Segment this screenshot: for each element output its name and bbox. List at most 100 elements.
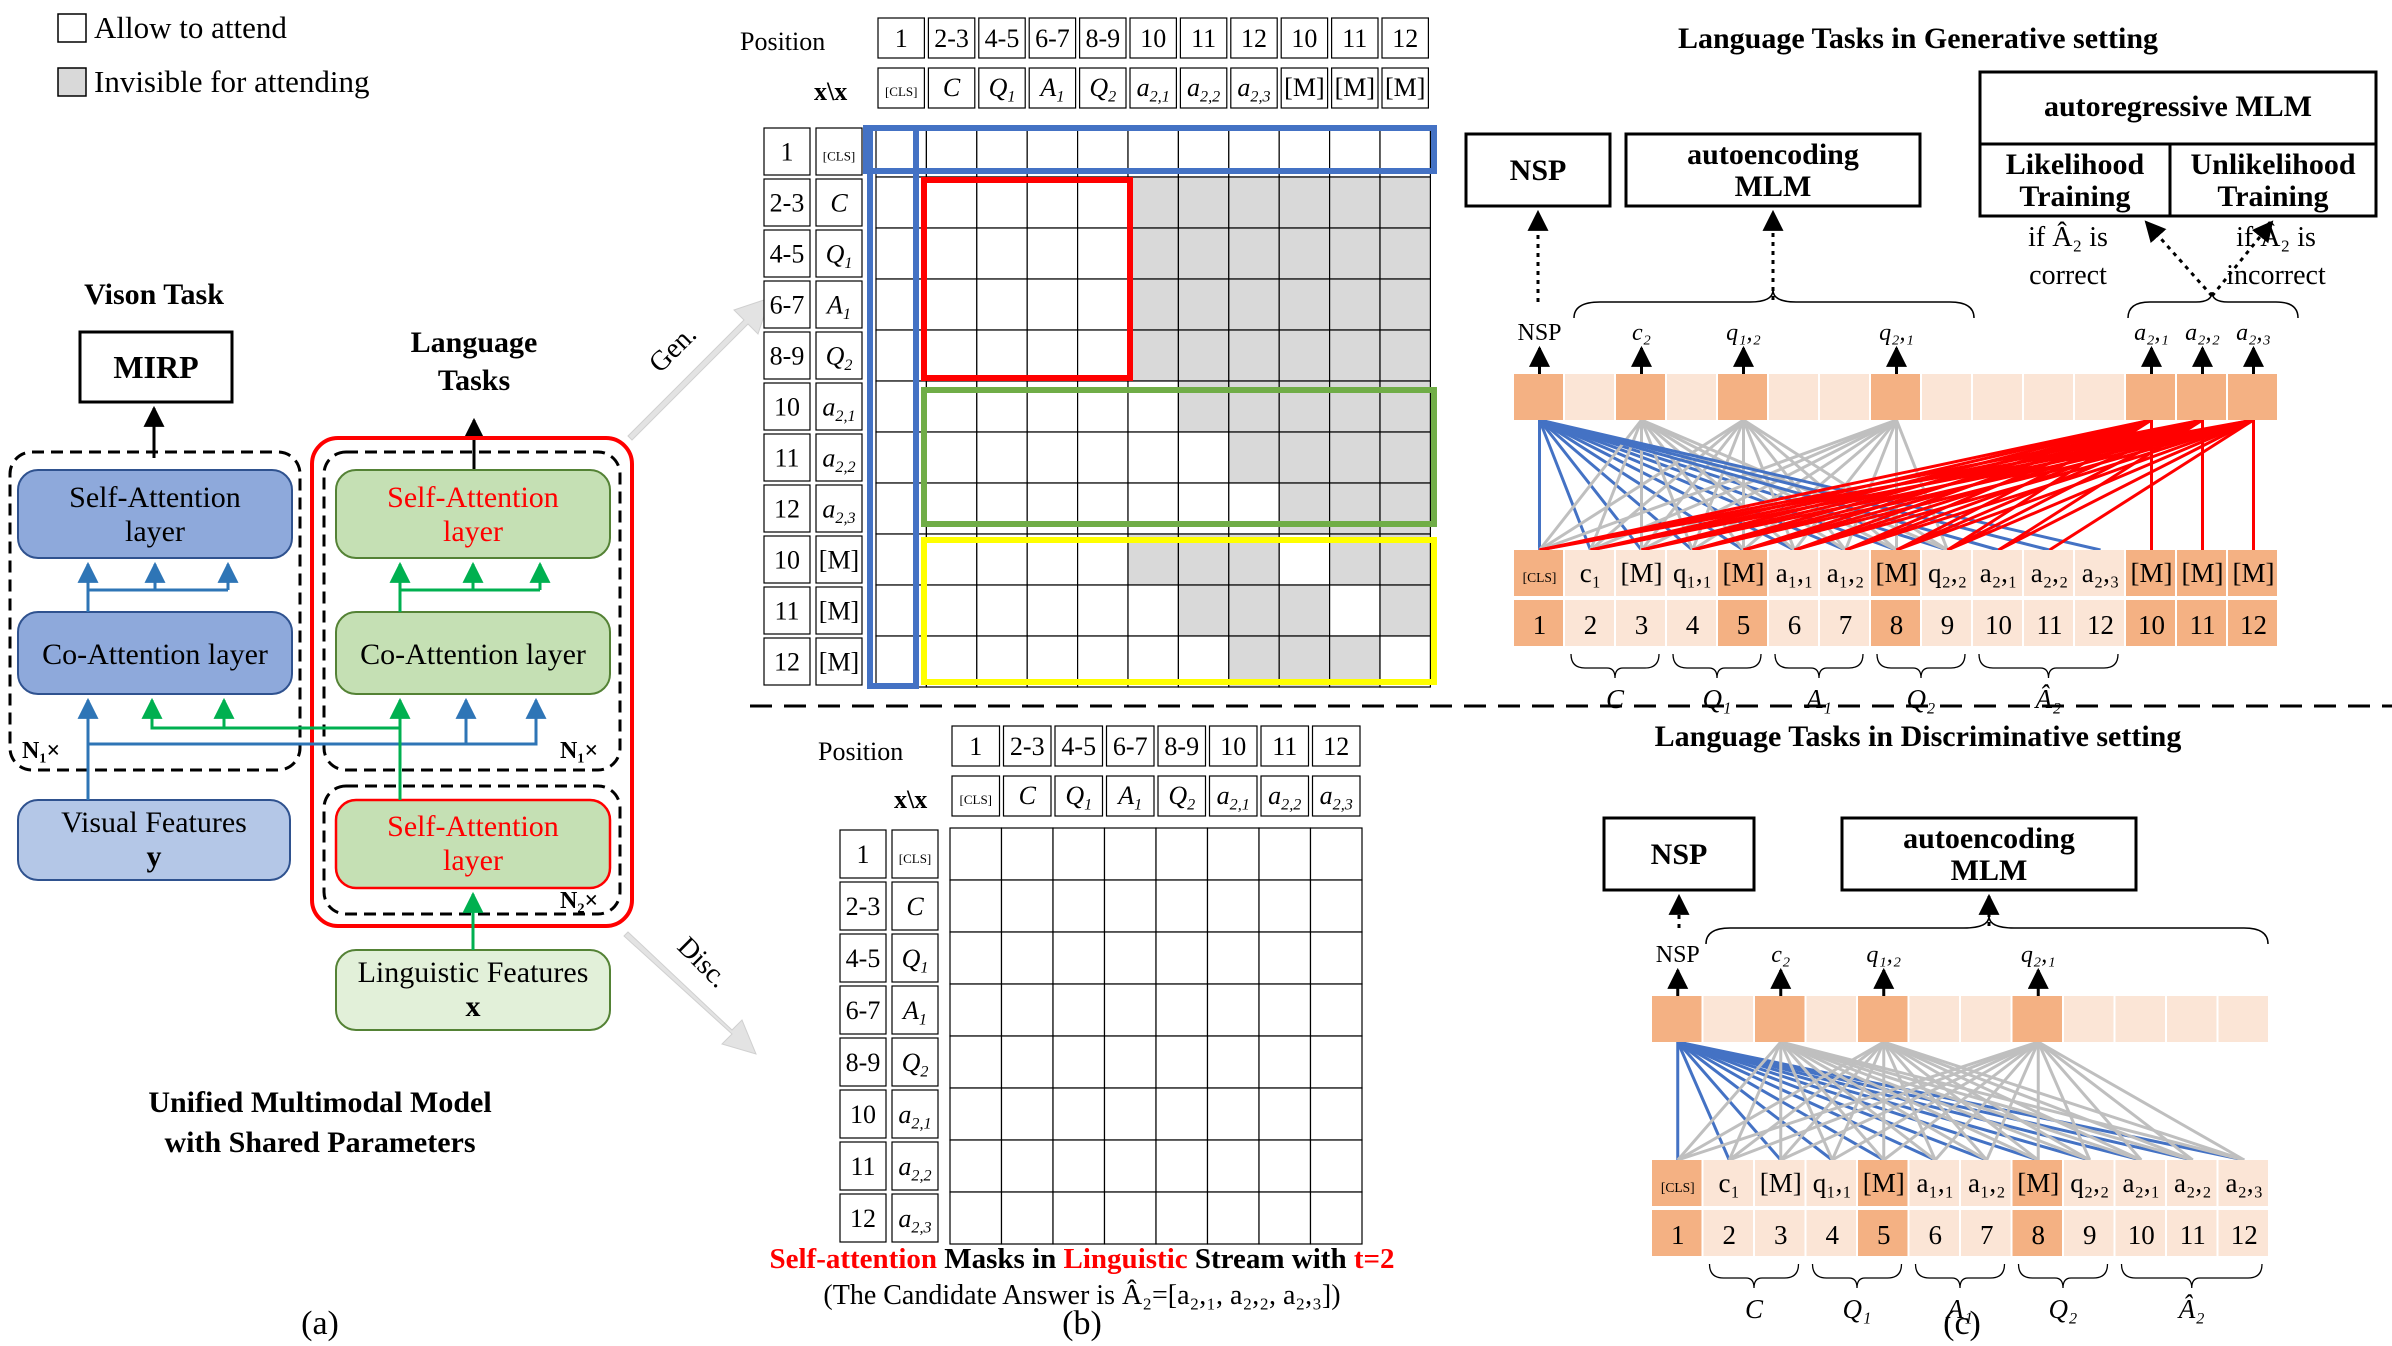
col-token-label-subscript: 1 [1134, 797, 1142, 814]
disc-arrow [623, 931, 757, 1055]
col-position-cell [1002, 725, 1052, 767]
col-token-label: Q1 [1065, 781, 1092, 814]
segment-label: Q₁ [1843, 1294, 1872, 1324]
row-token-cell [815, 178, 863, 227]
row-position-4-5: 4-5 [770, 240, 805, 269]
token-label: q₂,₂ [1928, 558, 1967, 588]
token-label: c₁ [1580, 558, 1601, 588]
panel-c-label: (c) [1943, 1305, 1981, 1342]
disc-attention-line [1676, 1041, 1731, 1161]
disc-ae-mlm-box [1840, 816, 2138, 892]
mirp-label: MIRP [113, 349, 198, 385]
row-token-cell [815, 433, 863, 482]
disc-attention-line [1677, 1040, 2039, 1162]
segment-brace [1708, 1263, 1800, 1289]
row-token-cell [891, 933, 939, 983]
token-label: [CLS] [1661, 1180, 1695, 1195]
col-token-cell [978, 67, 1026, 109]
row-token-label-subscript: 1 [920, 960, 928, 977]
mask-cell-allow [1000, 827, 1054, 881]
row-token-label: Q2 [826, 342, 853, 375]
row-position-cell [839, 1089, 887, 1139]
position-cell [1652, 1210, 1702, 1256]
gen-token-graph: [CLS]1c₁2[M]3q₁,₁4[M]5a₁,₁6a₁,₂7[M]8q₂,₂… [1514, 320, 2277, 714]
row-token-label-base: Q [902, 944, 921, 973]
col-position-cell [1054, 725, 1104, 767]
position-label: 5 [1737, 610, 1751, 640]
col-token-label-subscript: 2,2 [1200, 89, 1220, 106]
mask-cell-invisible [1328, 176, 1381, 229]
mask-cell-invisible [1328, 329, 1381, 382]
col-token-label: [M] [1284, 73, 1324, 102]
col-token-cell [1260, 775, 1310, 817]
row-position-1: 1 [857, 840, 870, 869]
cls-attention-line [1539, 418, 1999, 552]
disc-attention-line [1676, 1041, 1782, 1161]
col-token-cell [1311, 775, 1361, 817]
output-label: c₂ [1771, 942, 1790, 968]
position-label: 11 [2037, 610, 2063, 640]
col-token-label-base: Q [1065, 781, 1084, 810]
row-position-cell [839, 985, 887, 1035]
mask-cell-allow [1206, 1139, 1260, 1193]
mask-cell-allow [1052, 827, 1106, 881]
output-embedding [1769, 374, 1818, 420]
token-cell [1858, 1160, 1908, 1206]
mask-cell-allow [1309, 879, 1363, 933]
col-position-10: 10 [1140, 24, 1166, 53]
col-token-label: [CLS] [960, 792, 993, 807]
token-label: [CLS] [1523, 570, 1557, 585]
col-token-label-base: A [1038, 73, 1056, 102]
token-cell [1909, 1160, 1959, 1206]
gen-setting-title: Language Tasks in Generative setting [1678, 22, 2158, 55]
gen-head-arrows [1527, 209, 2274, 302]
col-token-label: Q1 [989, 73, 1016, 106]
mask-cell-invisible [1379, 278, 1432, 331]
row-token-label-base: a [898, 1204, 911, 1233]
mask-cell-invisible [1177, 176, 1230, 229]
position-cell [1871, 600, 1920, 646]
position-label: 4 [1686, 610, 1700, 640]
mask-cell-allow [1103, 879, 1157, 933]
position-label: 9 [1941, 610, 1955, 640]
answer-attention-line [1845, 418, 2254, 552]
position-label: 2 [1584, 610, 1598, 640]
position-cell [2075, 600, 2124, 646]
row-position-cell [763, 280, 811, 329]
row-token-label: C [830, 189, 848, 218]
mask-cell-invisible [1127, 227, 1180, 280]
row-token-label: [M] [819, 597, 859, 626]
col-token-cell [1028, 67, 1077, 109]
col-token-label-subscript: 2,1 [1150, 89, 1170, 106]
row-token-label: C [906, 892, 924, 921]
position-label: 11 [2180, 1220, 2206, 1250]
col-token-label: Q2 [1168, 781, 1195, 814]
token-cell [1667, 550, 1716, 596]
mask-cell-allow [1258, 983, 1312, 1037]
row-position-11: 11 [850, 1152, 875, 1181]
row-token-label: A1 [901, 996, 927, 1029]
token-cell [1806, 1160, 1856, 1206]
mask-cell-invisible [1379, 431, 1432, 484]
token-label: a₂,₂ [2031, 558, 2069, 588]
segment-brace [1570, 653, 1660, 679]
position-label: 8 [1890, 610, 1904, 640]
position-label: 10 [1985, 610, 2012, 640]
position-cell [1703, 1210, 1753, 1256]
col-position-cell [1179, 17, 1228, 59]
segment-label: A₁ [1804, 684, 1832, 714]
row-position-cell [763, 178, 811, 227]
token-label: [M] [2017, 1168, 2059, 1198]
col-token-cell [1157, 775, 1207, 817]
mask-cell-allow [1076, 227, 1129, 280]
row-token-cell [815, 382, 863, 431]
mask-cell-allow [949, 1035, 1003, 1089]
vision-self-attention-box [17, 469, 293, 559]
n1-left-label: N₁× [22, 738, 60, 764]
token-label: [M] [1621, 558, 1663, 588]
language-tasks-title-2: Tasks [438, 364, 510, 397]
output-embedding [1616, 374, 1665, 420]
col-token-label-subscript: 1 [1084, 797, 1092, 814]
mask-cell-allow [1155, 879, 1209, 933]
output-embedding [1667, 374, 1716, 420]
